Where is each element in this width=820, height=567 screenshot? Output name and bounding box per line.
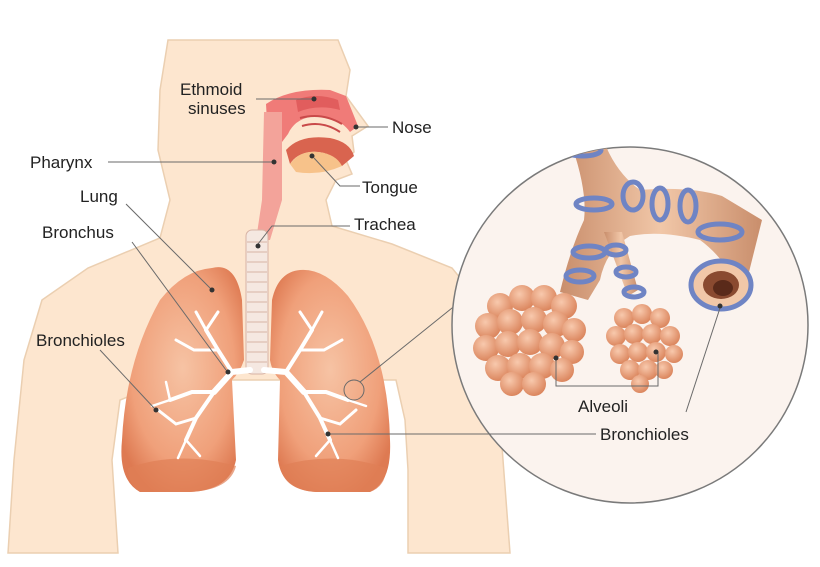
right-lung bbox=[270, 269, 391, 492]
leader-lines bbox=[99, 96, 723, 437]
magnified-view bbox=[451, 146, 809, 504]
tongue-shape bbox=[290, 151, 342, 174]
smooth-muscle-bands bbox=[562, 147, 745, 300]
label-bronchioles-right: Bronchioles bbox=[600, 425, 689, 444]
label-nose: Nose bbox=[392, 118, 432, 137]
left-lung bbox=[121, 267, 244, 492]
small-bronchiole bbox=[604, 232, 638, 296]
ethmoid-sinuses bbox=[296, 96, 340, 112]
trachea-rings bbox=[247, 241, 267, 363]
zoom-marker bbox=[343, 379, 365, 401]
label-alveoli: Alveoli bbox=[578, 397, 628, 416]
mouth-cavity bbox=[286, 137, 354, 166]
left-lung-base bbox=[128, 458, 236, 492]
label-bronchus: Bronchus bbox=[42, 223, 114, 242]
nasal-passages bbox=[299, 115, 343, 133]
label-ethmoid-line2: sinuses bbox=[188, 99, 246, 118]
large-bronchiole bbox=[560, 147, 762, 300]
pharynx-tube bbox=[256, 112, 282, 240]
label-ethmoid-line1: Ethmoid bbox=[180, 80, 242, 99]
label-trachea: Trachea bbox=[354, 215, 416, 234]
label-tongue: Tongue bbox=[362, 178, 418, 197]
alveoli-cluster-left bbox=[473, 285, 586, 396]
label-pharynx: Pharynx bbox=[30, 153, 93, 172]
bronchial-tree-left bbox=[150, 310, 253, 460]
alveoli-cluster-right bbox=[606, 304, 683, 393]
label-lung: Lung bbox=[80, 187, 118, 206]
label-bronchioles-left: Bronchioles bbox=[36, 331, 125, 350]
right-lung-base bbox=[280, 458, 386, 492]
